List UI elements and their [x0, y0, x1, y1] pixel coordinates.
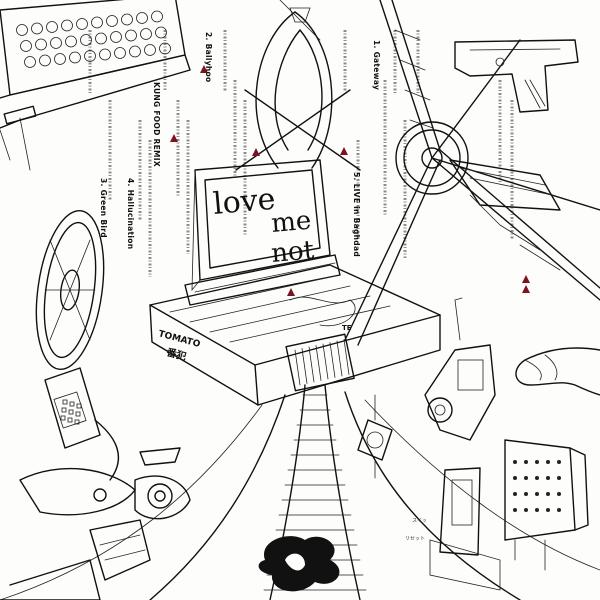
- grille-line: [329, 342, 336, 378]
- grille-line: [301, 348, 308, 384]
- walkie-key: [75, 411, 81, 417]
- typewriter-key: [151, 10, 163, 23]
- typewriter-key: [140, 28, 152, 40]
- walkie-key: [61, 407, 67, 413]
- marker-triangles: [170, 65, 530, 293]
- typewriter-key: [114, 47, 126, 59]
- battery-dot: [546, 492, 550, 496]
- walkie-talkie-icon: [44, 367, 120, 481]
- grille-line: [308, 346, 315, 383]
- typewriter-key: [20, 40, 32, 52]
- screen-text-not: not: [270, 235, 316, 269]
- grille-line: [294, 349, 301, 386]
- grille-line: [315, 345, 322, 381]
- screen-text-me: me: [270, 206, 313, 239]
- grille-line: [336, 340, 343, 377]
- battery-dot: [557, 460, 561, 464]
- typewriter-key: [110, 31, 122, 43]
- typewriter-key: [16, 24, 28, 36]
- svg-text:リセット: リセット: [405, 536, 425, 542]
- handheld-scanner-icon: [424, 297, 496, 441]
- walkie-key: [62, 399, 68, 405]
- typewriter-key: [46, 21, 58, 33]
- grille-line: [322, 343, 329, 380]
- walkie-key: [69, 401, 75, 407]
- track-2: 2. Ballyhoo: [204, 32, 213, 83]
- typewriter-key: [76, 18, 88, 30]
- battery-dot: [524, 460, 528, 464]
- tape-reel-icon: [35, 209, 105, 371]
- battery-dot: [524, 476, 528, 480]
- walkie-key: [67, 417, 73, 423]
- battery-dot: [557, 476, 561, 480]
- walkie-key: [68, 409, 74, 415]
- track-3: 3. Green Bird: [99, 178, 108, 238]
- typewriter-key: [31, 22, 43, 35]
- satellite-icon: [344, 0, 600, 346]
- battery-dot: [513, 460, 517, 464]
- battery-dot: [535, 460, 539, 464]
- device-label: TOMATO: [157, 329, 201, 350]
- battery-dot: [524, 492, 528, 496]
- text-columns-decor: [88, 30, 514, 277]
- walkie-key: [76, 403, 82, 409]
- typewriter-key: [35, 38, 47, 51]
- typewriter-key: [69, 51, 81, 64]
- battery-dot: [546, 508, 550, 512]
- laptop-icon: TOMATO 番犯 TE love me not: [149, 148, 441, 406]
- robot-bird-icon: [0, 447, 191, 600]
- battery-dot: [513, 492, 517, 496]
- battery-dot: [557, 508, 561, 512]
- typewriter-key: [125, 29, 137, 42]
- track-4: 4. Hallucination: [126, 178, 135, 250]
- track-5: 5. LIVE in Baghdad: [352, 172, 361, 257]
- hand-icon: [515, 347, 600, 396]
- typewriter-key: [80, 34, 92, 46]
- pager-icon: スイッ リセット: [405, 467, 501, 591]
- battery-dot: [535, 476, 539, 480]
- kanji-label: 番犯: [164, 345, 188, 363]
- typewriter-key: [50, 37, 62, 49]
- gauge-icon: [357, 394, 393, 479]
- typewriter-key: [155, 26, 167, 39]
- battery-dot: [535, 508, 539, 512]
- typewriter-key: [61, 19, 73, 32]
- typewriter-key: [136, 12, 148, 24]
- typewriter-key: [24, 56, 36, 68]
- battery-dot: [546, 476, 550, 480]
- splat-logo-icon: [258, 536, 340, 592]
- typewriter-key: [54, 53, 66, 65]
- walkie-key: [60, 415, 66, 421]
- typewriter-key: [106, 15, 118, 27]
- typewriter-key: [129, 45, 141, 58]
- grille-line: [343, 339, 350, 375]
- battery-dot: [557, 492, 561, 496]
- typewriter-key: [144, 44, 156, 56]
- typewriter-key: [84, 50, 96, 62]
- track-1: 1. Gateway: [372, 40, 381, 91]
- battery-dot: [535, 492, 539, 496]
- svg-text:スイッ: スイッ: [412, 518, 427, 524]
- typewriter-key: [121, 13, 133, 26]
- side-label: TE: [342, 324, 352, 332]
- typewriter-key: [99, 48, 111, 61]
- typewriter-key: [39, 54, 51, 67]
- screen-text-love: love: [212, 182, 277, 222]
- battery-dot: [524, 508, 528, 512]
- battery-dot: [513, 508, 517, 512]
- battery-pack-icon: [504, 439, 589, 571]
- track-remix: KUNG FOOD REMIX: [152, 82, 161, 167]
- battery-dot: [513, 476, 517, 480]
- typewriter-key: [65, 35, 77, 48]
- typewriter-key: [95, 32, 107, 45]
- typewriter-key: [91, 16, 103, 29]
- typewriter-icon: [0, 0, 191, 171]
- antenna-frame-icon: [235, 0, 361, 171]
- battery-dot: [546, 460, 550, 464]
- pistol-icon: [454, 39, 579, 113]
- walkie-key: [74, 419, 80, 425]
- typewriter-key: [159, 42, 171, 55]
